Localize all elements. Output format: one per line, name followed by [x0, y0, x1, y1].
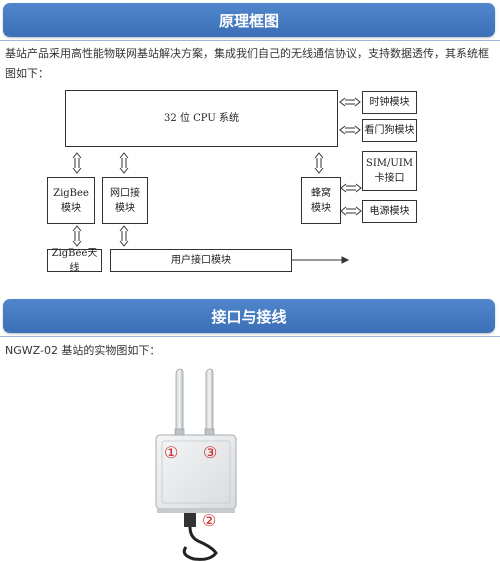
- arrow-cpu-watchdog: [339, 125, 361, 135]
- section-banner-interface: 接口与接线: [3, 299, 495, 333]
- ethernet-module-box: 网口接 模块: [102, 177, 148, 224]
- marker-3: ③: [203, 443, 217, 462]
- watchdog-module-box: 看门狗模块: [362, 119, 417, 142]
- arrow-ethernet-user: [119, 225, 129, 247]
- cable-connector: [182, 513, 218, 561]
- zigbee-label-line2: 模块: [61, 202, 81, 214]
- enclosure: [155, 434, 237, 513]
- arrow-cpu-clock: [339, 97, 361, 107]
- section-banner-diagram: 原理框图: [3, 3, 495, 37]
- clock-label: 时钟模块: [369, 97, 410, 108]
- divider: [0, 336, 500, 337]
- user-interface-box: 用户接口模块: [110, 249, 292, 272]
- user-interface-label: 用户接口模块: [171, 255, 231, 266]
- section-title: 原理框图: [218, 11, 279, 30]
- clock-module-box: 时钟模块: [362, 91, 417, 114]
- cpu-system-box: 32 位 CPU 系统: [65, 90, 338, 147]
- cellular-label-line1: 蜂窝: [311, 187, 331, 199]
- antenna-left: [174, 368, 185, 438]
- watchdog-label: 看门狗模块: [364, 125, 415, 136]
- marker-2: ②: [202, 511, 216, 530]
- diagram-arrows: [72, 97, 362, 264]
- arrow-cpu-cellular: [314, 152, 324, 174]
- zigbee-label-line1: ZigBee: [53, 187, 89, 199]
- ethernet-label-line2: 模块: [115, 202, 135, 214]
- arrow-cellular-sim: [340, 183, 362, 193]
- cellular-label-line2: 模块: [311, 202, 331, 214]
- sim-label-line1: SIM/UIM: [365, 158, 414, 169]
- power-module-box: 电源模块: [362, 200, 417, 223]
- ethernet-label-line1: 网口接: [110, 187, 140, 199]
- power-label: 电源模块: [369, 206, 410, 217]
- intro-text: 基站产品采用高性能物联网基站解决方案，集成我们自己的无线通信协议，支持数据透传，…: [5, 47, 489, 80]
- arrow-zigbee-antenna: [72, 225, 82, 247]
- cellular-module-box: 蜂窝 模块: [301, 177, 341, 224]
- zigbee-antenna-label: ZigBee天线: [51, 247, 98, 274]
- divider: [0, 40, 500, 41]
- intro-paragraph: 基站产品采用高性能物联网基站解决方案，集成我们自己的无线通信协议，支持数据透传，…: [5, 44, 495, 84]
- marker-1: ①: [164, 443, 178, 462]
- zigbee-antenna-box: ZigBee天线: [47, 248, 102, 274]
- sim-module-box: SIM/UIM 卡接口: [362, 151, 417, 191]
- zigbee-module-box: ZigBee 模块: [47, 177, 95, 224]
- arrow-cpu-zigbee: [72, 152, 82, 174]
- photo-caption: NGWZ-02 基站的实物图如下：: [5, 341, 495, 361]
- section-title: 接口与接线: [211, 307, 287, 326]
- arrow-user-out: [292, 256, 350, 264]
- base-station-photo: ① ② ③: [155, 368, 237, 561]
- arrow-cellular-power: [340, 206, 362, 216]
- arrow-cpu-ethernet: [119, 152, 129, 174]
- cpu-label: 32 位 CPU 系统: [164, 113, 239, 124]
- caption-text: NGWZ-02 基站的实物图如下：: [5, 344, 161, 357]
- sim-label-line2: 卡接口: [374, 173, 405, 184]
- antenna-right: [204, 368, 215, 438]
